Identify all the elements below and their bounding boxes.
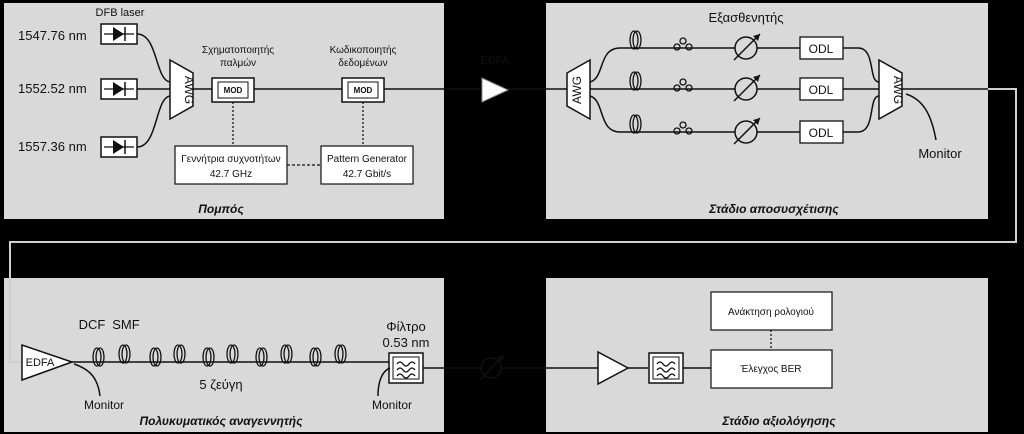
decorrelation-panel [546,3,988,219]
wavelength-1: 1547.76 nm [18,28,87,43]
odl-1: ODL [799,36,844,60]
regenerator-title: Πολυκυματικός αναγεννητής [140,414,304,428]
data-encoder-label-1: Κωδικοποιητής [330,44,397,56]
evaluation-title: Στάδιο αξιολόγησης [721,414,836,428]
clock-recovery: Ανάκτηση ρολογιού [710,291,833,331]
monitor-regen-right: Monitor [372,398,412,412]
svg-text:Pattern Generator: Pattern Generator [327,154,408,165]
awg-mux-out: AWG [878,58,905,121]
laser-diode-icon [100,23,138,45]
smf-label: SMF [112,317,140,332]
wavelength-3: 1557.36 nm [18,139,87,154]
svg-text:Έλεγχος BER: Έλεγχος BER [739,364,801,375]
svg-text:AWG: AWG [182,76,196,104]
svg-text:EDFA: EDFA [26,357,55,369]
laser-diode-icon [100,136,138,158]
svg-text:ODL: ODL [809,126,834,140]
edfa-regen: EDFA [21,343,75,382]
transmitter-title: Πομπός [198,202,244,216]
dcf-label: DCF [79,317,106,332]
awg-mux: AWG [169,58,196,121]
svg-text:Γεννήτρια συχνοτήτων: Γεννήτρια συχνοτήτων [181,153,280,165]
edfa-top-label: EDFA [481,55,510,67]
pulse-shaper-label-2: παλμών [220,57,256,69]
pattern-generator: Pattern Generator 42.7 Gbit/s [320,145,414,185]
svg-text:ODL: ODL [809,42,834,56]
odl-2: ODL [799,77,844,101]
frequency-generator: Γεννήτρια συχνοτήτων 42.7 GHz [174,145,288,185]
awg-demux: AWG [566,58,591,121]
optical-filter-icon [388,352,424,384]
laser-label: DFB laser [96,7,145,19]
svg-text:42.7 Gbit/s: 42.7 Gbit/s [343,169,391,180]
odl-3: ODL [799,120,844,144]
svg-text:ODL: ODL [809,83,834,97]
svg-text:Ανάκτηση ρολογιού: Ανάκτηση ρολογιού [728,306,814,318]
decorrelation-title: Στάδιο αποσυσχέτισης [708,202,839,216]
wavelength-2: 1552.52 nm [18,81,87,96]
svg-text:AWG: AWG [891,76,905,104]
svg-text:42.7 GHz: 42.7 GHz [210,169,252,180]
svg-text:MOD: MOD [224,86,243,95]
data-modulator: MOD [341,77,385,103]
pairs-label: 5 ζεύγη [199,377,242,392]
monitor-regen-left: Monitor [84,398,124,412]
filter-label-1: Φίλτρο [386,319,426,334]
svg-text:AWG: AWG [570,76,584,104]
laser-diode-icon [100,78,138,100]
pulse-shaper-label-1: Σχηματοποιητής [202,44,274,56]
attenuator-header: Εξασθενητής [708,10,783,25]
regenerator-panel [4,278,444,432]
svg-text:MOD: MOD [354,86,373,95]
data-encoder-label-2: δεδομένων [338,57,387,69]
monitor-top: Monitor [918,146,962,161]
preamp-icon [597,350,630,386]
ber-tester: Έλεγχος BER [710,349,833,389]
pulse-modulator: MOD [211,77,255,103]
rx-filter-icon [648,352,684,384]
edfa-amplifier-icon [481,77,510,103]
filter-label-2: 0.53 nm [383,335,430,350]
inter-stage-fiber [9,88,1017,363]
